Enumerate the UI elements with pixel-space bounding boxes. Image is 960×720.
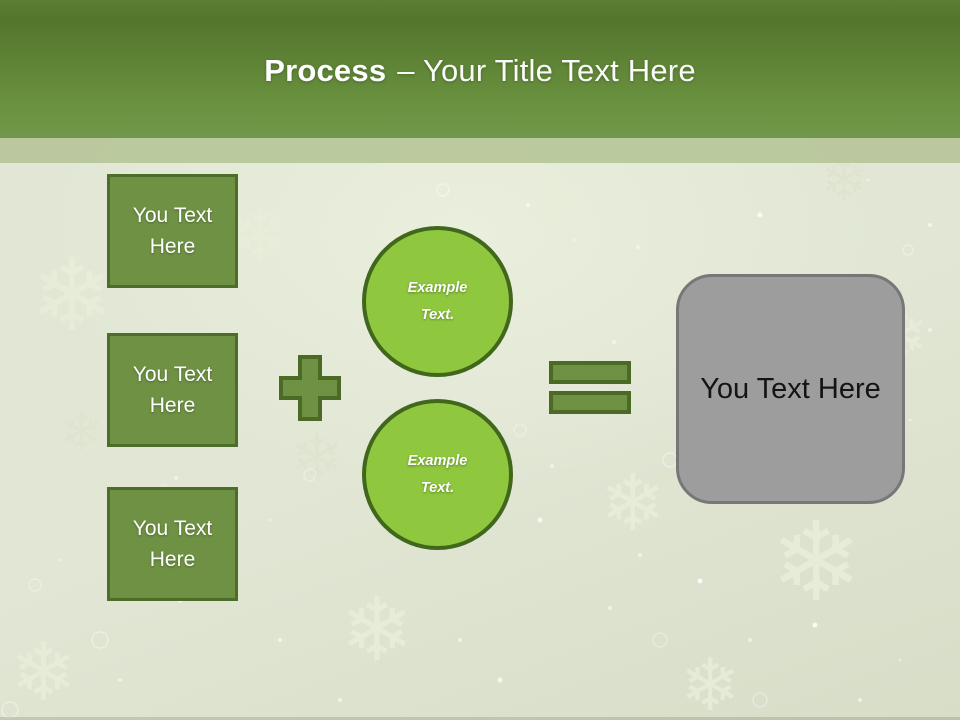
plus-icon[interactable]	[279, 355, 341, 421]
text-placeholder-box-1[interactable]: You Text Here	[107, 174, 238, 288]
slide-title-keyword: Process	[264, 53, 387, 88]
text-placeholder-label: You Text Here	[132, 516, 213, 572]
example-circle-label: Example Text.	[407, 453, 468, 496]
text-placeholder-box-2[interactable]: You Text Here	[107, 333, 238, 447]
svg-text:❄: ❄	[10, 626, 77, 719]
svg-text:❄: ❄	[600, 459, 665, 549]
slide-title-subtitle: – Your Title Text Here	[397, 53, 696, 88]
svg-text:❄: ❄	[230, 193, 290, 277]
svg-text:❄: ❄	[770, 498, 862, 626]
svg-text:❄: ❄	[290, 422, 344, 496]
example-circle-label: Example Text.	[407, 280, 468, 323]
svg-text:❄: ❄	[60, 403, 104, 463]
text-placeholder-box-3[interactable]: You Text Here	[107, 487, 238, 601]
text-placeholder-label: You Text Here	[132, 362, 213, 418]
svg-text:❄: ❄	[520, 156, 587, 249]
header-accent-band	[0, 138, 960, 163]
svg-text:❄: ❄	[680, 643, 740, 720]
equals-top-bar	[549, 361, 631, 384]
text-placeholder-label: You Text Here	[132, 203, 213, 259]
slide-title[interactable]: Process – Your Title Text Here	[0, 53, 960, 89]
equals-bottom-bar	[549, 391, 631, 414]
result-placeholder-label: You Text Here	[700, 372, 881, 405]
example-circle-1[interactable]: Example Text.	[362, 226, 513, 377]
example-circle-2[interactable]: Example Text.	[362, 399, 513, 550]
slide-header-bar: Process – Your Title Text Here	[0, 0, 960, 138]
svg-text:❄: ❄	[30, 237, 114, 354]
svg-text:❄: ❄	[340, 578, 414, 681]
result-placeholder-box[interactable]: You Text Here	[676, 274, 905, 504]
equals-icon[interactable]	[549, 361, 631, 414]
